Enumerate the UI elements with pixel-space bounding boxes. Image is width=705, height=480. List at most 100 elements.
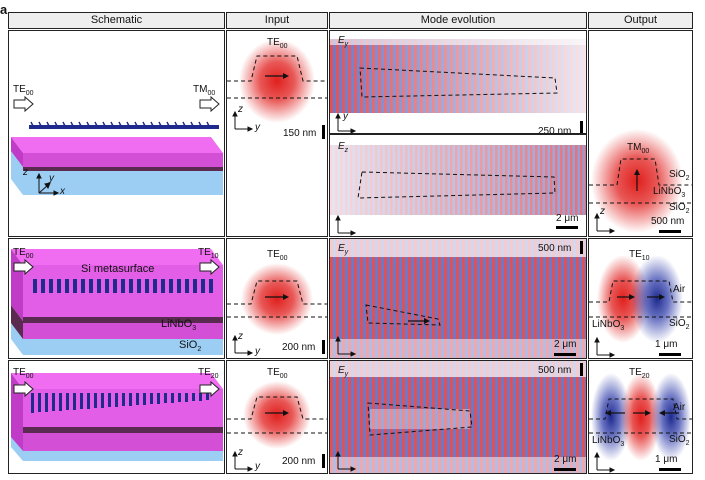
row3-input-arrow-icon (13, 380, 34, 398)
row1-evo-top-scalebar (580, 121, 583, 133)
row3-input-scalebar (322, 454, 325, 468)
row2-input-axes-icon (232, 334, 254, 356)
header-output: Output (588, 12, 693, 29)
row1-output-arrow-icon (199, 95, 220, 113)
row3-output-mat-right: SiO2 (669, 434, 690, 447)
row1-output-mat-top: SiO2 (669, 169, 690, 182)
row3-output-field-map (589, 373, 692, 473)
row2-sio2-label: SiO2 (179, 339, 202, 354)
row2-output-air: Air (673, 284, 686, 295)
row1-waveguide-drawing (11, 95, 223, 196)
row1-input-axis2: y (255, 122, 260, 133)
row3-evo-scale-top: 500 nm (538, 365, 572, 376)
row1-output-cell: TM00 SiO2 LiNbO3 SiO2 z 500 nm (588, 30, 693, 237)
row1-output-axes-icon (594, 212, 616, 234)
row2-output-mat-right: SiO2 (669, 318, 690, 331)
row1-output-mode: TM00 (627, 142, 650, 155)
row3-input-mode: TE00 (267, 367, 288, 380)
row2-output-scale: 1 μm (655, 339, 678, 350)
row1-in-mode-label: TE00 (13, 84, 34, 97)
row2-input-mode: TE00 (267, 249, 288, 262)
row3-evolution-cell: Ey 500 nm 2 μm (329, 360, 587, 474)
row2-evo-scale-top: 500 nm (538, 243, 572, 254)
row2-evo-field: Ey (338, 243, 349, 256)
row3-in-mode-label: TE00 (13, 367, 34, 380)
row3-evo-field: Ey (338, 365, 349, 378)
row2-evo-scalebar-bottom (554, 353, 576, 356)
row1-evo-bottom-scale: 2 μm (556, 213, 579, 224)
row3-output-scale: 1 μm (655, 454, 678, 465)
row2-evo-scale-bottom: 2 μm (554, 339, 577, 350)
row3-schematic-cell: TE00 TE20 (8, 360, 225, 474)
row2-input-scale: 200 nm (282, 342, 316, 353)
row3-input-scale: 200 nm (282, 456, 316, 467)
row1-output-mat-bot: SiO2 (669, 202, 690, 215)
row1-input-scalebar (322, 125, 325, 139)
row3-output-cell: TE20 Air LiNbO3 SiO2 1 μm (588, 360, 693, 474)
row2-metasurface-pillars (33, 279, 213, 293)
header-schematic: Schematic (8, 12, 225, 29)
row1-output-axis1: z (600, 206, 605, 217)
row1-axis-z: z (23, 167, 28, 178)
row1-evolution-bottom-map (330, 145, 586, 236)
row3-input-axis2: y (255, 461, 260, 472)
row1-evo-bottom-axes-icon (335, 214, 357, 236)
row1-evolution-top-cell: Ey y 250 nm (329, 30, 587, 134)
row2-output-scalebar (659, 353, 681, 356)
row1-evo-bottom-field: Ez (338, 141, 349, 154)
row2-evo-scalebar-top (580, 241, 583, 254)
row1-axis-x: x (60, 186, 65, 197)
row2-output-mat-left: LiNbO3 (592, 319, 625, 332)
row1-evolution-bottom-cell: Ez 2 μm (329, 134, 587, 237)
row3-input-axis1: z (238, 447, 243, 458)
row1-input-axis1: z (238, 104, 243, 115)
row2-input-scalebar (322, 340, 325, 354)
row3-input-axes-icon (232, 450, 254, 472)
row3-output-mat-left: LiNbO3 (592, 435, 625, 448)
row1-output-mat-mid: LiNbO3 (653, 186, 686, 199)
row1-evo-top-field: Ey (338, 35, 349, 48)
row1-output-scalebar (659, 230, 681, 233)
row3-out-mode-label: TE20 (198, 367, 219, 380)
row1-evo-top-scale: 250 nm (538, 126, 572, 134)
row1-xyz-axes-icon (36, 172, 60, 196)
row2-evo-axes-icon (335, 335, 357, 357)
row1-evo-bottom-scalebar (556, 226, 578, 229)
header-mode-evolution: Mode evolution (329, 12, 587, 29)
row2-output-axes-icon (594, 336, 616, 358)
row1-metasurface-pillars (29, 125, 219, 129)
row2-input-field-map (227, 263, 327, 356)
row3-waveguide-drawing (11, 373, 223, 461)
row2-input-arrow-icon (13, 258, 34, 276)
row1-input-arrow-icon (13, 95, 34, 113)
row3-input-cell: TE00 z y 200 nm (226, 360, 328, 474)
row1-evo-top-axis1: y (343, 111, 348, 122)
row2-evolution-cell: Ey 500 nm 2 μm (329, 238, 587, 359)
row1-input-field-map (227, 39, 327, 132)
row2-linbo3-label: LiNbO3 (161, 318, 197, 333)
row1-input-scale: 150 nm (283, 128, 317, 139)
row2-output-cell: TE10 Air LiNbO3 SiO2 1 μm (588, 238, 693, 359)
row1-axis-y: y (49, 173, 54, 184)
row3-evo-scalebar-top (580, 363, 583, 376)
row2-evolution-map (330, 239, 586, 358)
row1-output-scale: 500 nm (651, 216, 685, 227)
row2-input-axis1: z (238, 331, 243, 342)
row2-input-axis2: y (255, 346, 260, 357)
row2-output-arrow-icon (199, 258, 220, 276)
row1-evolution-top-map (330, 31, 586, 133)
row3-metasurface-pillars (31, 393, 209, 413)
row1-schematic-cell: TE00 TM00 z y x (8, 30, 225, 237)
row2-out-mode-label: TE10 (198, 247, 219, 260)
row3-output-mode: TE20 (629, 367, 650, 380)
row2-output-field-map (589, 255, 692, 358)
row3-input-field-map (227, 381, 327, 472)
row3-output-axes-icon (594, 451, 616, 473)
header-input: Input (226, 12, 328, 29)
row3-output-arrow-icon (199, 380, 220, 398)
row2-schematic-cell: TE00 TE10 Si metasurface LiNbO3 SiO2 (8, 238, 225, 359)
row2-output-mode: TE10 (629, 249, 650, 262)
row3-evo-scale-bottom: 2 μm (554, 454, 577, 465)
panel-letter: a (0, 2, 8, 17)
